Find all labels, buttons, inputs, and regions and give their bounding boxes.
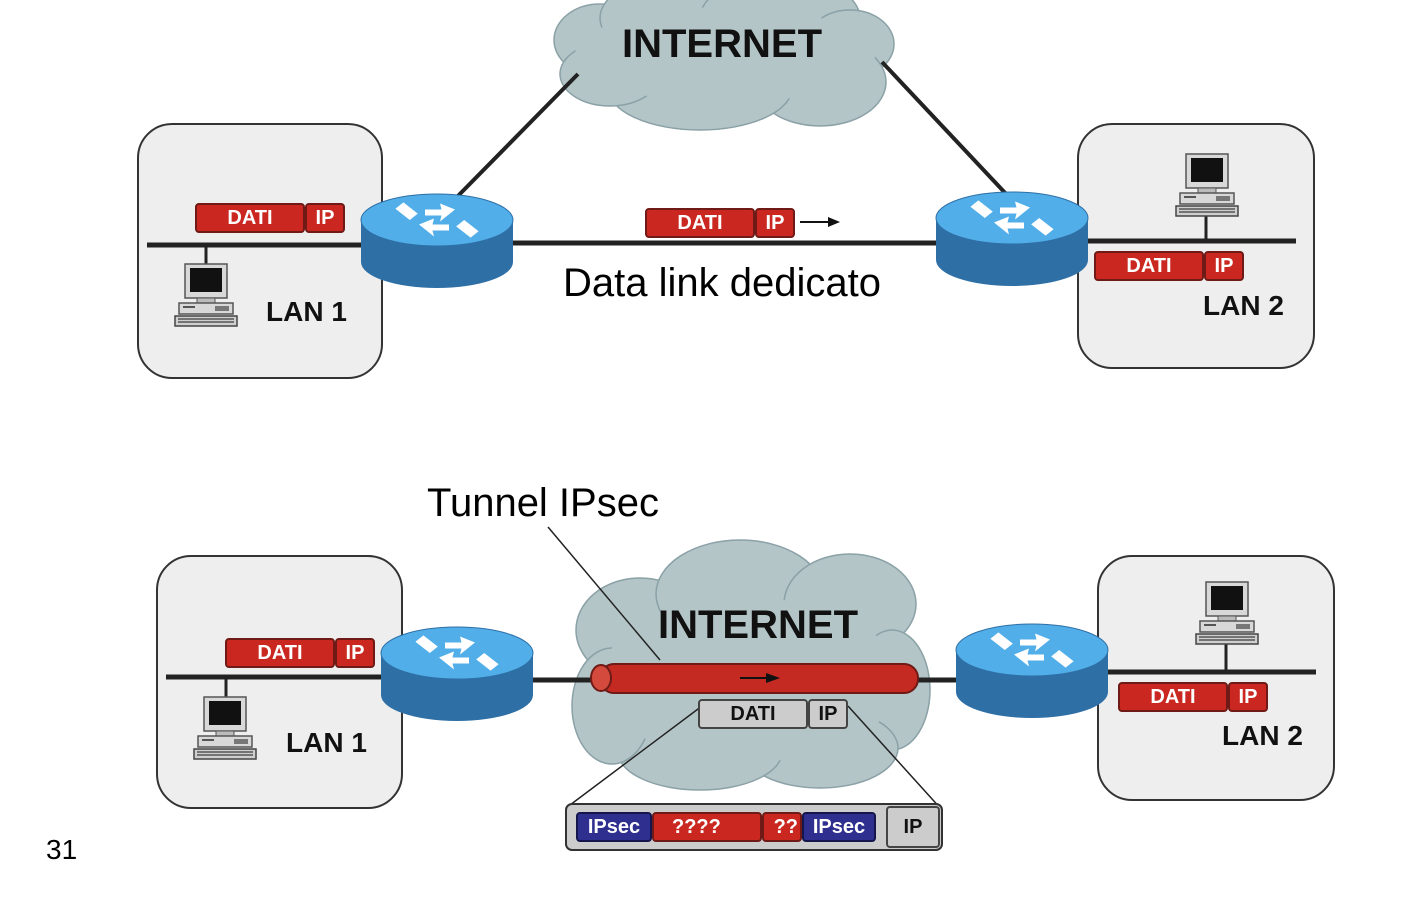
outer-ip-header: IP [886,806,940,848]
packet-ip-field: IP [305,203,345,233]
encapsulated-packet: IPsec ???? ?? IPsec [576,812,876,842]
computer-icon [193,696,257,760]
computer-icon [1195,581,1259,645]
callout-lines [547,526,943,811]
bottom-lan1-label: LAN 1 [286,727,367,758]
top-lan1-box [137,123,383,379]
bottom-lan2-packet: DATI IP [1118,682,1268,712]
packet-data-field: DATI [645,208,755,238]
top-network-lines [147,212,1296,266]
packet-ip-field: IP [1228,682,1268,712]
top-lan1-label: LAN 1 [266,296,347,327]
packet-data-field: DATI [1094,251,1204,281]
top-lan2-packet: DATI IP [1094,251,1244,281]
packet-ip-field: IP [1204,251,1244,281]
tunnel-label: Tunnel IPsec [427,481,659,525]
bottom-cloud-label: INTERNET [658,603,858,647]
packet-data-field: DATI [698,699,808,729]
top-internet-links [450,60,1010,204]
packet-ip-field: IP [335,638,375,668]
ipsec-tunnel [590,663,919,694]
top-cloud-label: INTERNET [622,22,822,66]
ipsec-header-field: IPsec [576,812,652,842]
router-icon [380,626,534,722]
computer-icon [1175,153,1239,217]
encrypted-trailer-field: ?? [762,812,802,842]
top-link-packet: DATI IP [645,208,795,238]
page-number: 31 [46,834,78,865]
ipsec-trailer-field: IPsec [802,812,876,842]
top-lan1-packet: DATI IP [195,203,345,233]
tunnel-inner-packet: DATI IP [698,699,848,729]
packet-ip-field: IP [755,208,795,238]
packet-data-field: DATI [195,203,305,233]
bottom-lan2-label: LAN 2 [1222,720,1303,751]
top-link-label: Data link dedicato [563,261,881,305]
outer-ip-field: IP [886,806,940,848]
bottom-lan1-packet: DATI IP [225,638,375,668]
packet-data-field: DATI [225,638,335,668]
computer-icon [174,263,238,327]
packet-ip-field: IP [808,699,848,729]
bottom-network-lines [166,640,1316,698]
bottom-lan1-box [156,555,403,809]
top-lan2-label: LAN 2 [1203,290,1284,321]
encrypted-payload-field: ???? [652,812,762,842]
router-icon [935,191,1089,287]
packet-data-field: DATI [1118,682,1228,712]
router-icon [955,623,1109,719]
arrow-right-icon [800,217,840,227]
router-icon [360,193,514,289]
